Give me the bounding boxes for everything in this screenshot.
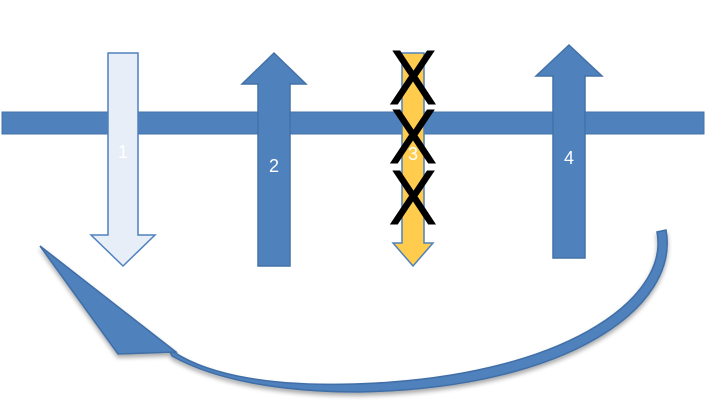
arrow-2-label: 2 <box>269 156 279 176</box>
cross-out-mark: X <box>388 96 439 182</box>
arrow-4-label: 4 <box>564 148 574 168</box>
horizontal-bar <box>1 111 705 135</box>
arrow-4-up: 4 <box>534 43 604 259</box>
arrow-1-down: 1 <box>89 52 157 268</box>
arrow-2-up: 2 <box>240 51 308 267</box>
curved-arrow-head <box>39 245 179 355</box>
curved-return-arrow-icon <box>39 229 668 393</box>
down-arrow-icon <box>89 52 157 268</box>
arrow-3-down-crossed: 3 X X X <box>388 37 439 268</box>
arrow-3-label: 3 <box>408 144 418 164</box>
cross-out-mark: X <box>388 157 439 243</box>
arrow-1-label: 1 <box>118 142 128 162</box>
cross-out-mark: X <box>388 37 439 123</box>
down-arrow-icon <box>391 52 435 268</box>
up-arrow-icon <box>534 43 604 259</box>
up-arrow-icon <box>240 51 308 267</box>
